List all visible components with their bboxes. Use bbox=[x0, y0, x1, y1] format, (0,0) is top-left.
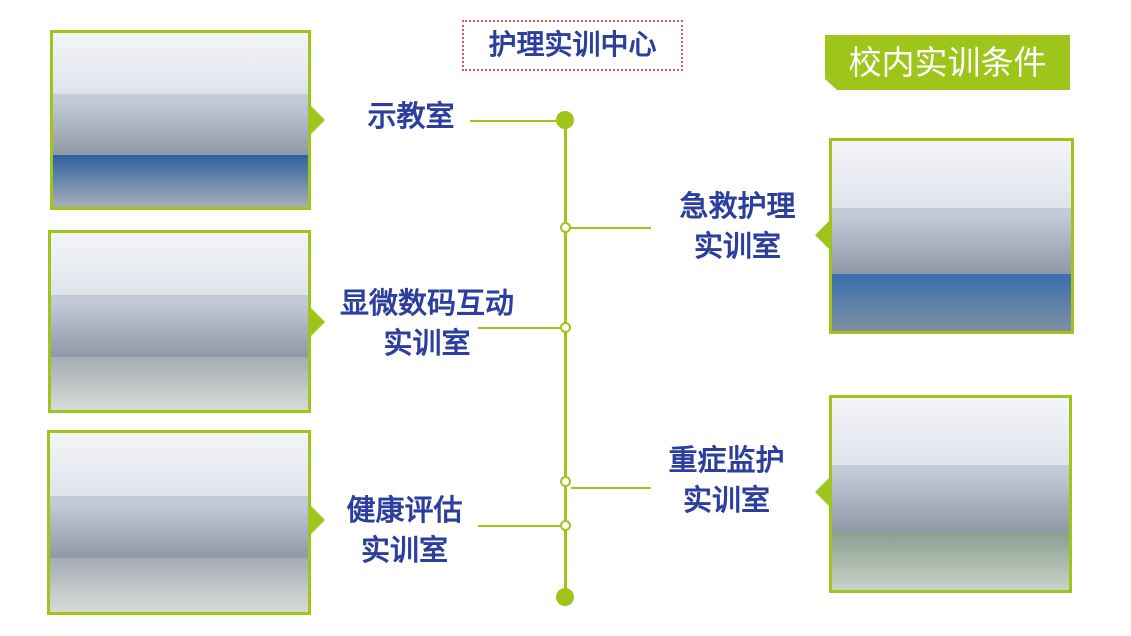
label-line: 重症监护 bbox=[668, 443, 785, 477]
timeline-end-dot bbox=[556, 588, 574, 606]
label-line: 健康评估 bbox=[346, 493, 463, 527]
label-line: 实训室 bbox=[360, 533, 448, 567]
connector-line bbox=[571, 487, 651, 489]
label-line: 实训室 bbox=[693, 229, 781, 263]
callout-arrow bbox=[311, 308, 325, 336]
connector-line bbox=[478, 525, 560, 527]
label-line: 实训室 bbox=[682, 483, 770, 517]
photo-microscopy-room bbox=[48, 230, 311, 413]
timeline-node bbox=[560, 520, 571, 531]
photo-emergency-care-room bbox=[829, 138, 1074, 334]
room-label-icu: 重症监护实训室 bbox=[654, 440, 799, 520]
room-label-demo: 示教室 bbox=[355, 96, 467, 136]
room-label-microscopy: 显微数码互动实训室 bbox=[322, 283, 532, 363]
timeline-start-dot bbox=[556, 111, 574, 129]
timeline-node bbox=[560, 476, 571, 487]
connector-line bbox=[571, 227, 651, 229]
photo-health-assessment-room bbox=[47, 430, 311, 615]
label-line: 显微数码互动 bbox=[339, 286, 514, 320]
callout-arrow bbox=[815, 478, 829, 506]
connector-line bbox=[478, 327, 560, 329]
timeline-node bbox=[560, 222, 571, 233]
label-line: 实训室 bbox=[383, 326, 471, 360]
label-line: 示教室 bbox=[367, 99, 455, 133]
timeline-node bbox=[560, 322, 571, 333]
photo-demo-classroom bbox=[50, 30, 311, 210]
room-label-health-assessment: 健康评估实训室 bbox=[332, 490, 477, 570]
photo-icu-room bbox=[829, 395, 1072, 593]
callout-arrow bbox=[311, 106, 325, 134]
room-label-emergency: 急救护理实训室 bbox=[665, 186, 810, 266]
label-line: 急救护理 bbox=[679, 189, 796, 223]
section-badge: 校内实训条件 bbox=[825, 35, 1070, 90]
callout-arrow bbox=[815, 221, 829, 249]
slide-title: 护理实训中心 bbox=[462, 20, 683, 71]
timeline-line bbox=[564, 120, 567, 597]
callout-arrow bbox=[311, 506, 325, 534]
connector-line bbox=[470, 120, 556, 122]
